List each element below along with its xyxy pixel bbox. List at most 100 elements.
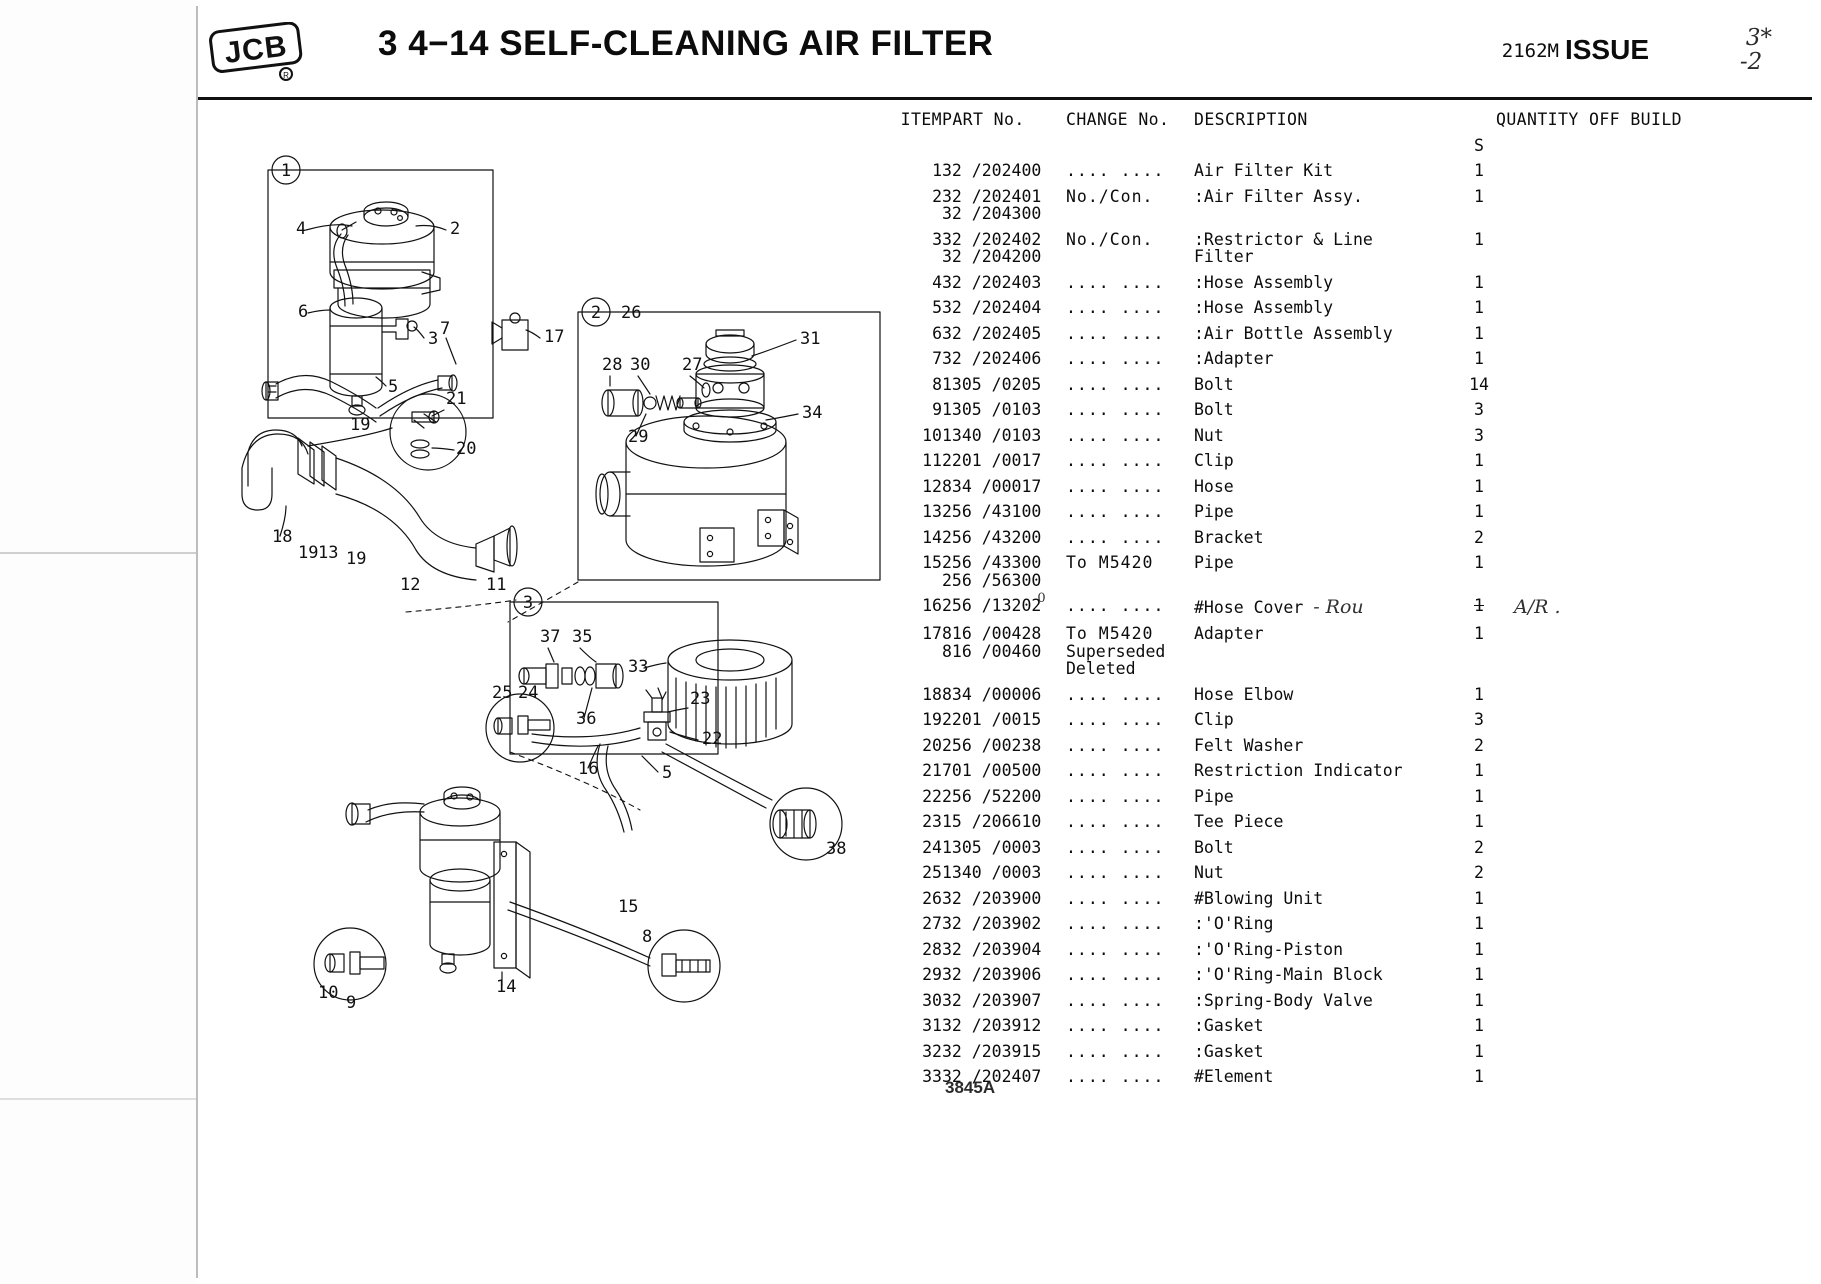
quantity-value: 1 [1474,186,1484,206]
part-number: 1305 /0103 [942,400,1042,419]
part-description: Bolt [1194,374,1234,394]
change-number: .... .... [1066,837,1165,857]
quantity-cell: 1 [1444,617,1514,643]
part-description: Hose Elbow [1194,684,1294,704]
callout-15: 15 [618,897,638,917]
handwritten-issue-line2: -2 [1739,49,1763,76]
handwritten-description-note: - Rou [1313,596,1364,618]
change-number: .... .... [1066,965,1165,984]
part-number-alt: 256 /56300 [942,570,1042,590]
part-number: 32 /203900 [942,888,1042,908]
quantity-annotation [1514,882,1734,908]
quantity-annotation [1514,831,1734,857]
callout-2: 2 [450,219,460,239]
quantity-value: 1 [1474,624,1484,643]
change-number: .... .... [1066,400,1165,419]
part-description: :'O'Ring-Piston [1194,939,1344,959]
handwritten-part-superscript: 0 [1037,591,1046,606]
part-number: 1340 /0003 [942,863,1042,882]
change-number: .... .... [1066,914,1165,933]
item-number: 4 [932,272,942,292]
scan-fold-line-upper [0,552,196,554]
change-number: .... .... [1066,735,1165,755]
item-number: 29 [922,965,942,984]
column-header-description: DESCRIPTION [1194,110,1308,129]
part-number: 256 /43300 [942,553,1042,572]
item-number: 17 [922,624,942,643]
part-number: 816 /00428 [942,624,1042,643]
change-number: .... .... [1066,812,1165,831]
quantity-annotation [1514,342,1734,368]
page-header: JCB R 3 4−14 SELF-CLEANING AIR FILTER 21… [198,8,1814,96]
item-number: 21 [922,761,942,780]
quantity-annotation [1514,617,1734,643]
part-description: :Hose Assembly [1194,272,1334,292]
quantity-cell: 2 [1444,521,1514,547]
change-number: No./Con. [1066,229,1154,249]
jcb-logo: JCB R [206,22,310,82]
quantity-cell: 1 [1444,882,1514,908]
quantity-annotation [1514,805,1734,831]
change-number: .... .... [1066,761,1165,780]
quantity-value: 1 [1474,298,1484,317]
item-number: 23 [922,812,942,831]
part-number: 32 /202400 [942,161,1042,180]
change-note [1066,248,1194,266]
item-number: 18 [922,684,942,704]
callout-34: 34 [802,403,822,423]
quantity-value: 2 [1474,735,1484,755]
quantity-cell: 1 [1444,266,1514,292]
quantity-annotation [1514,470,1734,496]
change-number: .... .... [1066,710,1165,729]
quantity-annotation [1514,907,1734,933]
part-number: 32 /202403 [942,272,1042,292]
part-description: Clip [1194,710,1234,729]
part-description: Hose [1194,476,1234,496]
part-number-alt: 816 /00460 [942,641,1042,661]
quantity-value: 1 [1474,553,1484,572]
part-description: #Hose Cover - Rou [1194,596,1364,618]
part-description: :Air Filter Assy. [1194,186,1363,206]
quantity-value: 1 [1474,939,1484,959]
column-header-change-no: CHANGE No. [1066,110,1170,129]
quantity-annotation [1514,223,1734,249]
part-number: 32 /202405 [942,323,1042,343]
item-number: 25 [922,863,942,882]
callout-22: 22 [702,729,722,749]
detail-label-2: 2 [591,303,601,323]
svg-text:JCB: JCB [223,30,290,70]
